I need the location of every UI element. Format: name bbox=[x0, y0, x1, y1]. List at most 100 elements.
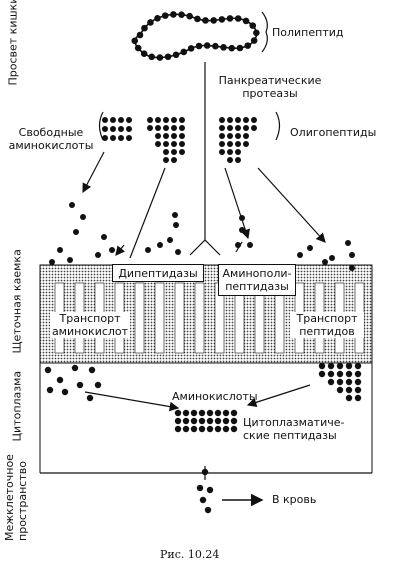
amino-acid-dot bbox=[49, 259, 55, 265]
amino-acid-dot bbox=[354, 370, 362, 378]
amino-acid-dot bbox=[118, 126, 124, 132]
oligopeptide-cluster-1 bbox=[147, 117, 185, 163]
amino-acid-dot bbox=[250, 37, 258, 44]
pancreatic-proteases-label: Панкреатические протеазы bbox=[218, 74, 322, 100]
amino-acid-dot bbox=[239, 215, 245, 221]
amino-acid-dot bbox=[171, 117, 177, 123]
amino-acid-dot bbox=[235, 149, 241, 155]
amino-acid-dot bbox=[178, 11, 185, 18]
amino-acid-dot bbox=[44, 366, 52, 374]
peptide-transport-label: Транспорт пептидов bbox=[290, 312, 364, 338]
amino-acid-dot bbox=[251, 117, 257, 123]
amino-acid-dot bbox=[336, 378, 344, 386]
amino-acid-dot bbox=[227, 157, 233, 163]
amino-acid-dot bbox=[147, 117, 153, 123]
microvillus bbox=[194, 282, 205, 354]
amino-acid-dot bbox=[102, 126, 108, 132]
arrow-oligo-mid bbox=[224, 167, 250, 240]
amino-acid-dot bbox=[94, 381, 102, 389]
arrow-cyto-right bbox=[246, 384, 311, 407]
amino-acid-dot bbox=[163, 157, 169, 163]
amino-acid-dot bbox=[179, 149, 185, 155]
amino-acid-dot bbox=[171, 157, 177, 163]
amino-acid-dot bbox=[86, 394, 94, 402]
amino-acid-dot bbox=[327, 378, 335, 386]
amino-acid-dot bbox=[171, 133, 177, 139]
amino-acid-dot bbox=[118, 117, 124, 123]
amino-acid-dot bbox=[179, 125, 185, 131]
amino-acid-dot bbox=[327, 370, 335, 378]
amino-acid-dot bbox=[46, 386, 54, 394]
dipeptidases-box: Дипептидазы bbox=[112, 264, 204, 282]
amino-acid-dot bbox=[206, 417, 214, 425]
amino-acid-dot bbox=[327, 362, 335, 370]
amino-acid-dot bbox=[297, 252, 303, 258]
cytoplasmic-peptidases-label: Цитоплазматиче- ские пептидазы bbox=[243, 416, 345, 442]
figure-caption: Рис. 10.24 bbox=[160, 548, 220, 561]
amino-acid-dot bbox=[147, 19, 154, 26]
amino-acid-dot bbox=[110, 135, 116, 141]
amino-acid-dot bbox=[134, 44, 142, 52]
amino-acid-dot bbox=[230, 425, 238, 433]
free-amino-acids-cluster bbox=[102, 117, 132, 141]
amino-acid-dot bbox=[174, 409, 182, 417]
amino-acid-dot bbox=[222, 409, 230, 417]
polypeptide-chain bbox=[131, 11, 260, 61]
amino-acid-dot bbox=[227, 125, 233, 131]
amino-acid-dot bbox=[345, 362, 353, 370]
amino-acid-dot bbox=[172, 51, 180, 59]
amino-acid-dot bbox=[170, 11, 177, 18]
amino-acid-dot bbox=[235, 133, 241, 139]
amino-acid-dot bbox=[131, 37, 139, 45]
arrow-cyto-left bbox=[84, 391, 180, 412]
free-aa-bracket bbox=[98, 111, 104, 141]
amino-acid-dot bbox=[214, 417, 222, 425]
arrow-oligo-right bbox=[257, 167, 326, 243]
polypeptide-label: Полипептид bbox=[272, 26, 344, 39]
amino-acid-dot bbox=[195, 42, 203, 50]
amino-acid-dot bbox=[218, 16, 226, 23]
amino-acid-dot bbox=[219, 125, 225, 131]
amino-acid-dot bbox=[156, 54, 164, 61]
amino-acid-dot bbox=[235, 157, 241, 163]
amino-acid-dot bbox=[219, 117, 225, 123]
amino-acid-dot bbox=[101, 234, 107, 240]
protease-branch bbox=[189, 239, 221, 256]
amino-acid-dot bbox=[220, 44, 227, 51]
amino-acid-dot bbox=[179, 117, 185, 123]
amino-acid-dot bbox=[171, 141, 177, 147]
amino-acid-dot bbox=[76, 381, 84, 389]
amino-acid-dot bbox=[243, 133, 249, 139]
amino-acid-dot bbox=[110, 117, 116, 123]
amino-acid-dot bbox=[110, 126, 116, 132]
arrow-to-dipeptidase bbox=[115, 244, 125, 256]
oligopeptides-bracket bbox=[275, 111, 281, 141]
amino-acid-dot bbox=[57, 247, 63, 253]
amino-acid-dot bbox=[155, 125, 161, 131]
amino-acid-dot bbox=[175, 249, 181, 255]
amino-acid-dot bbox=[157, 242, 163, 248]
amino-acid-dot bbox=[194, 15, 201, 23]
amino-acid-dot bbox=[329, 255, 335, 261]
amino-acid-dot bbox=[234, 15, 242, 22]
amino-acid-dot bbox=[345, 370, 353, 378]
amino-acid-dot bbox=[235, 117, 241, 123]
amino-acid-dot bbox=[219, 149, 225, 155]
cytoplasm-amino-acids-left bbox=[44, 364, 102, 402]
amino-acid-dot bbox=[243, 117, 249, 123]
amino-acid-dot bbox=[102, 135, 108, 141]
amino-acid-dot bbox=[174, 425, 182, 433]
brush-border-label: Щеточная каемка bbox=[10, 249, 24, 354]
microvillus bbox=[174, 282, 185, 354]
amino-acid-dot bbox=[172, 212, 178, 218]
amino-acid-dot bbox=[198, 417, 206, 425]
amino-acid-dot bbox=[349, 265, 355, 271]
amino-acid-dot bbox=[345, 240, 351, 246]
amino-acid-dot bbox=[243, 125, 249, 131]
amino-acid-dot bbox=[102, 117, 108, 123]
oligopeptides-label: Олигопептиды bbox=[290, 126, 377, 139]
amino-acid-dot bbox=[222, 425, 230, 433]
arrow-free-aa bbox=[82, 151, 105, 194]
amino-acid-dot bbox=[61, 388, 69, 396]
amino-acid-dot bbox=[109, 247, 115, 253]
